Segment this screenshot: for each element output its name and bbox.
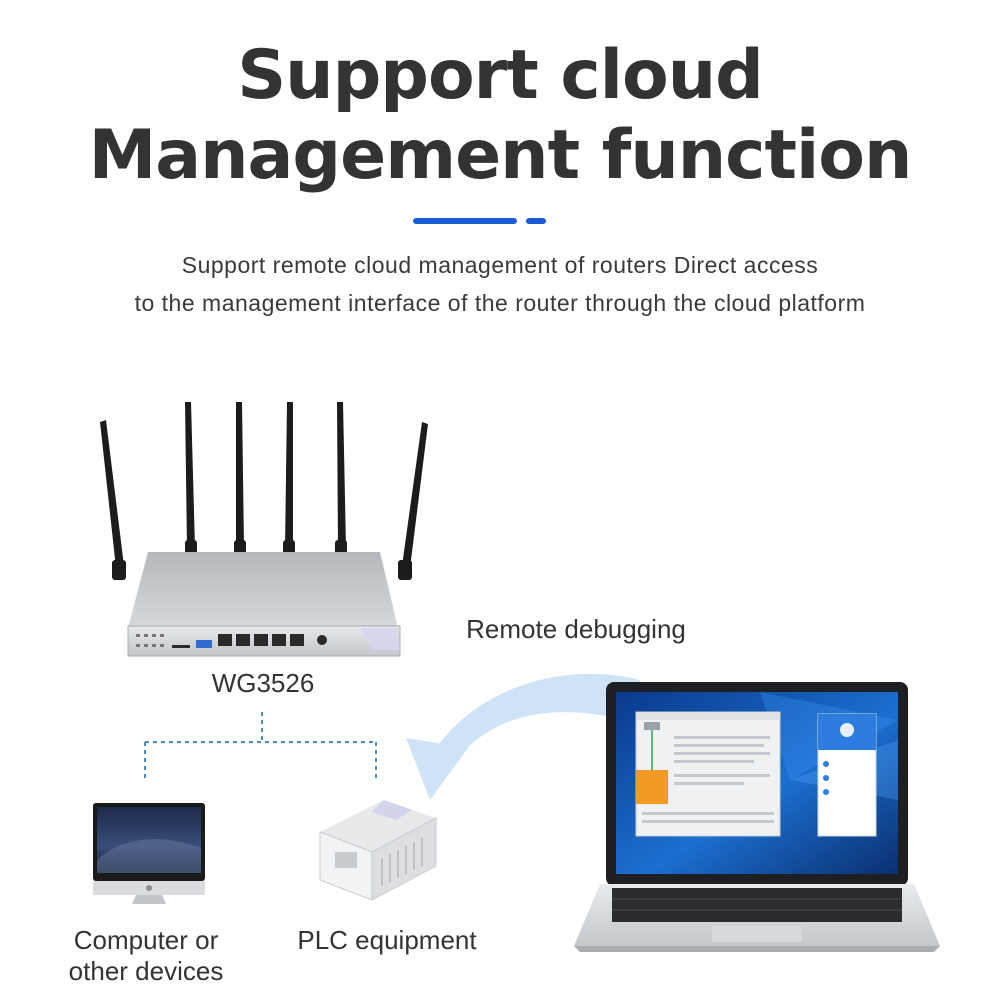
headline-line-2: Management function [88, 116, 913, 195]
headline-line-1: Support cloud [237, 36, 764, 115]
remote-arrow [406, 673, 640, 800]
router-model-label: WG3526 [211, 668, 315, 698]
accent-bar-long [413, 218, 517, 224]
antennas [100, 402, 428, 580]
router-image [100, 402, 428, 657]
remote-debugging-label: Remote debugging [466, 614, 686, 644]
computer-label-line-1: Computer or [73, 925, 219, 955]
computer-label-line-2: other devices [68, 956, 224, 986]
plc-image [319, 800, 437, 901]
laptop-image [574, 682, 940, 952]
computer-image [93, 803, 205, 904]
router-top [128, 552, 398, 628]
accent-bar-short [526, 218, 546, 224]
subtitle-line-1: Support remote cloud management of route… [181, 252, 819, 278]
subtitle-line-2: to the management interface of the route… [134, 290, 866, 316]
dashed-connector [144, 712, 377, 780]
plc-label: PLC equipment [297, 925, 477, 955]
